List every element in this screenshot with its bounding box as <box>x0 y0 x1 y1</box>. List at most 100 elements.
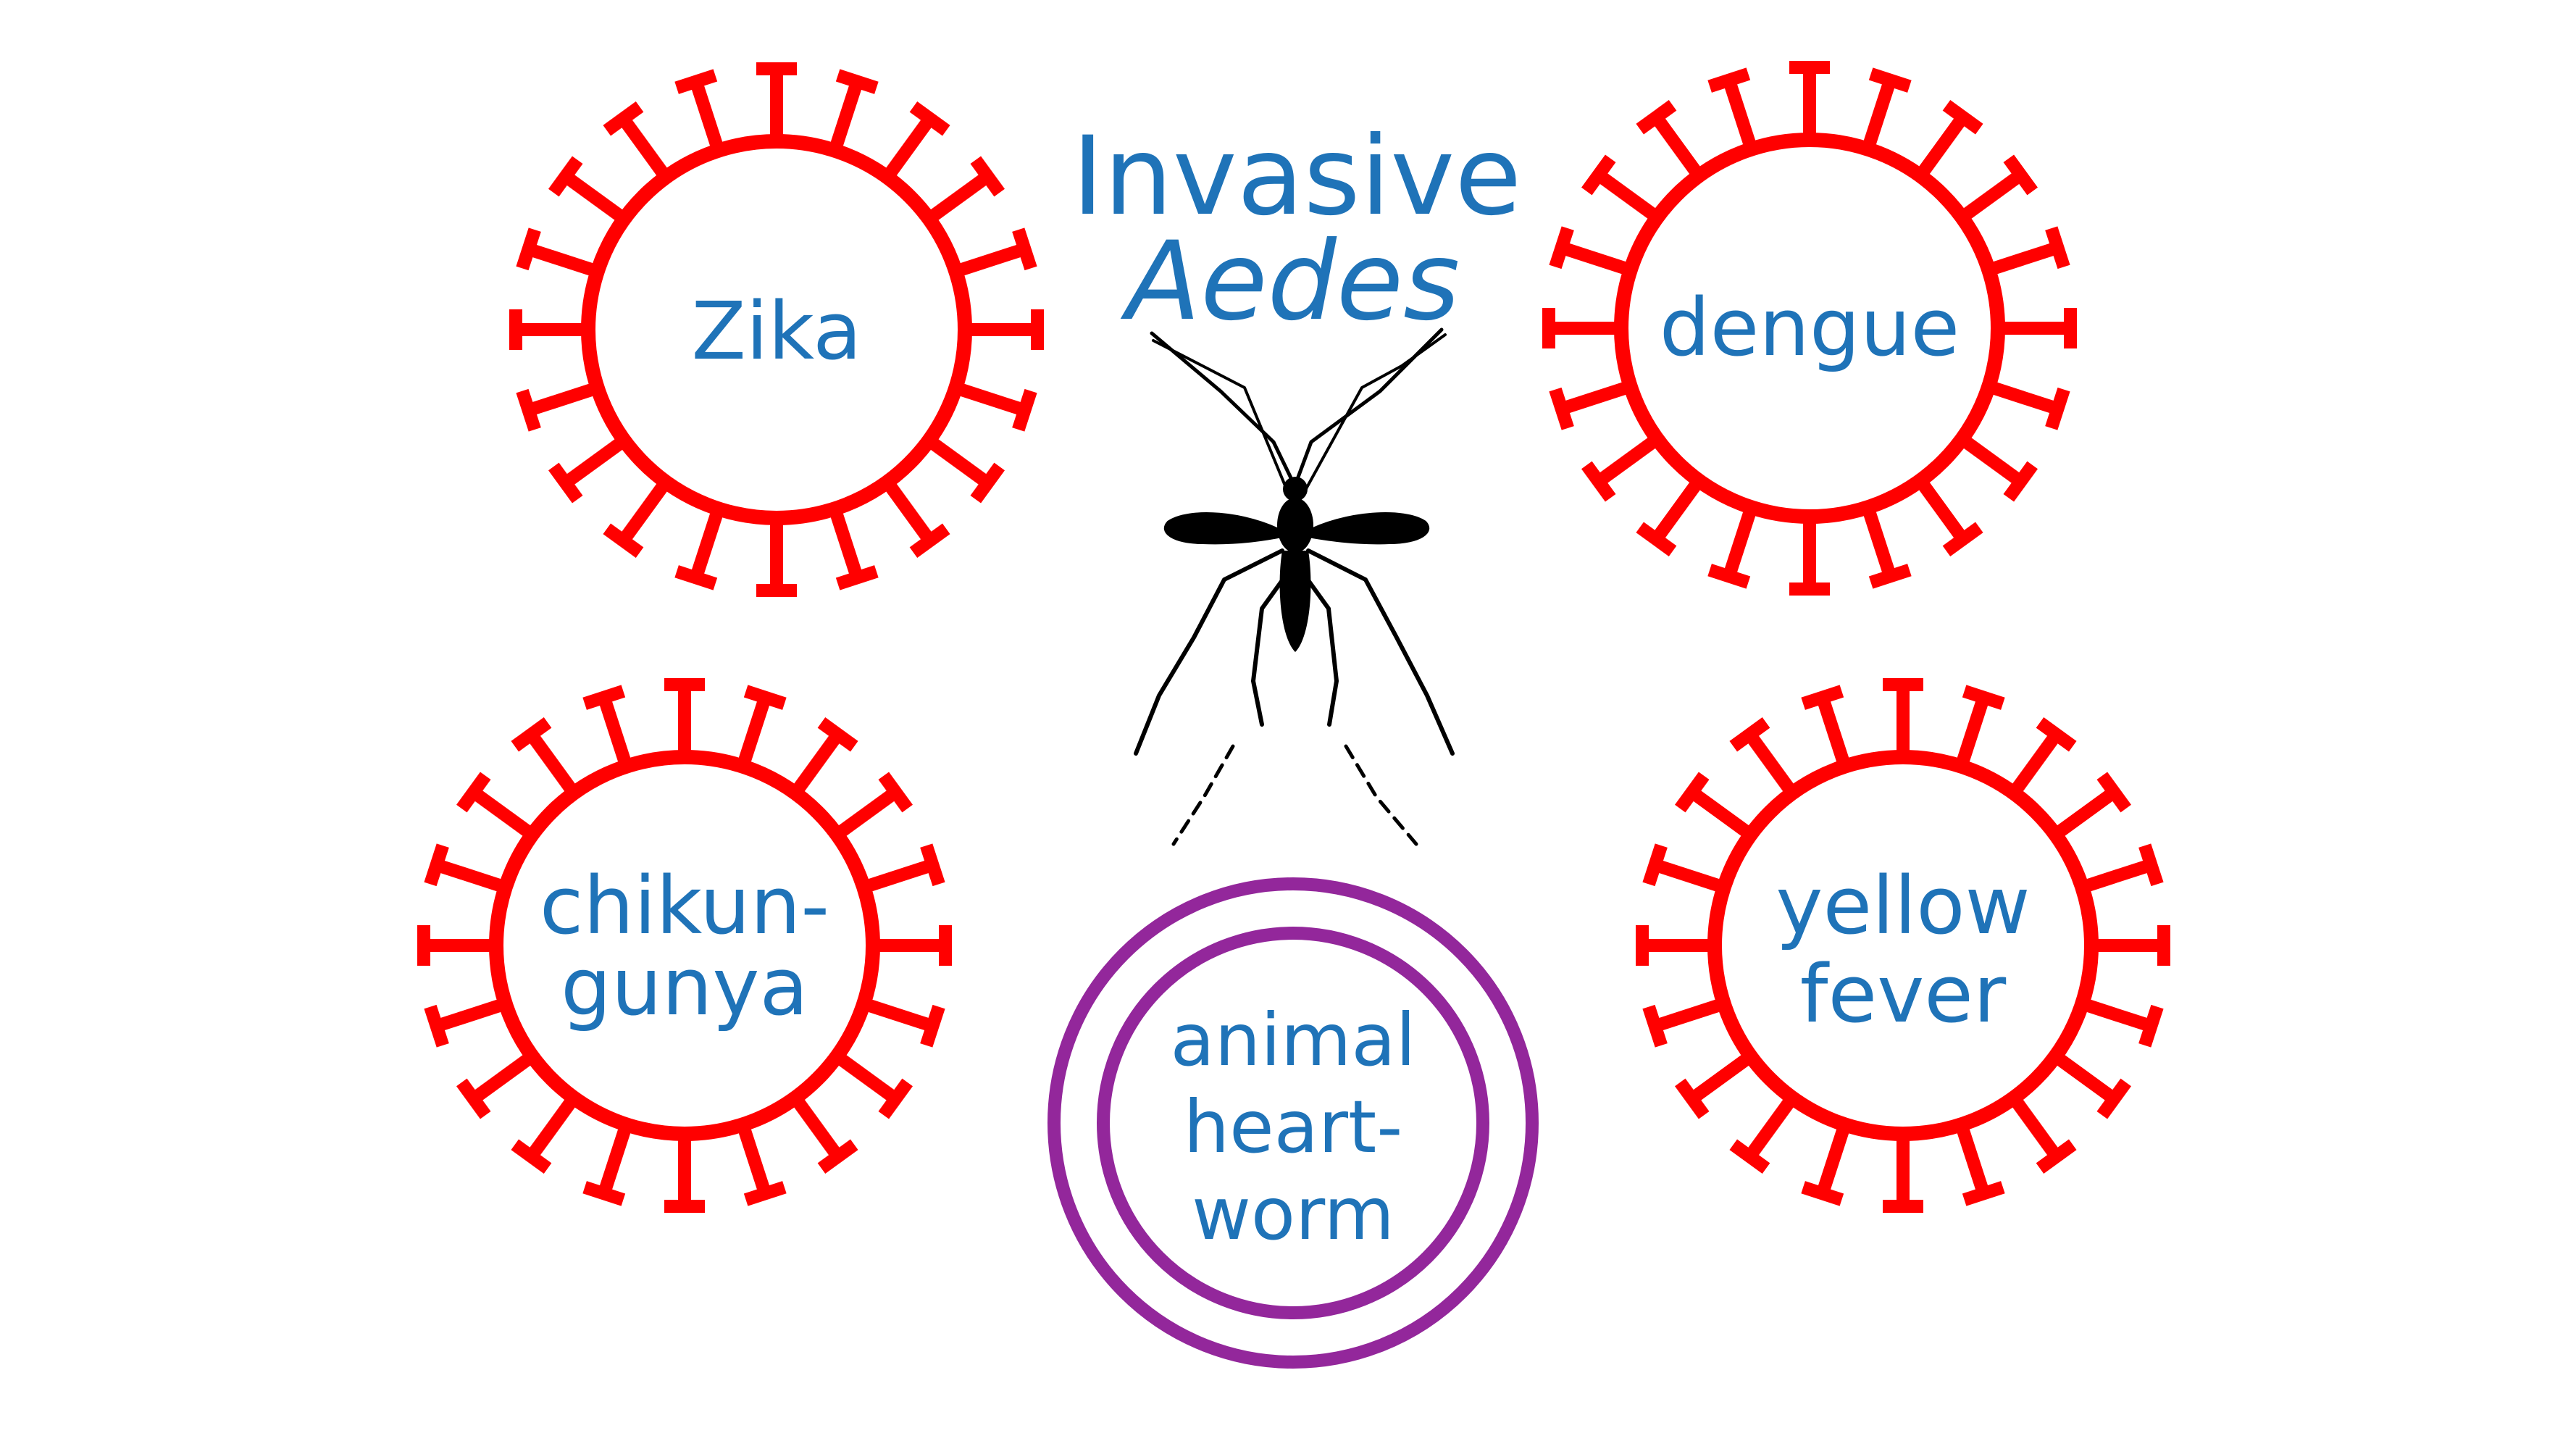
virus-chikungunya: chikun- gunya <box>417 678 952 1213</box>
virus-spike <box>925 171 992 225</box>
virus-spike <box>1861 78 1897 151</box>
virus-spike <box>1915 113 1968 180</box>
virus-spike-cap <box>2003 154 2038 196</box>
virus-spike <box>1954 695 1990 769</box>
virus-spike <box>1594 433 1661 487</box>
virus-yellow-fever: yellow fever <box>1636 678 2170 1213</box>
virus-spike-cap <box>1549 387 1574 430</box>
virus-spike-cap <box>2045 226 2070 270</box>
virus-spike <box>1688 787 1755 840</box>
virus-spike <box>828 79 863 153</box>
virus-capsid <box>1614 133 2005 524</box>
virus-spike <box>1723 505 1758 579</box>
virus-spike <box>1816 695 1852 769</box>
virus-spike <box>790 1094 843 1161</box>
virus-spike-cap <box>1581 154 1616 196</box>
virus-spike-cap <box>456 1078 491 1119</box>
virus-spike-cap <box>1962 1181 2005 1206</box>
virus-spike-cap <box>603 523 644 558</box>
virus-spike <box>2080 997 2154 1032</box>
virus-spike-cap <box>1729 717 1770 752</box>
virus-spike-cap <box>1675 1078 1710 1119</box>
disease-label-dengue: dengue <box>1660 281 1960 374</box>
virus-spike <box>833 1051 900 1104</box>
virus-spike-cap <box>1962 685 2005 710</box>
virus-spikes <box>1542 61 2077 596</box>
virus-spike-cap <box>835 565 879 590</box>
virus-spikes <box>1636 678 2170 1213</box>
virus-spike <box>469 1051 536 1104</box>
mosquito-icon <box>1134 327 1455 846</box>
virus-spike-cap <box>743 685 787 710</box>
virus-spike <box>1986 380 2060 415</box>
virus-spike-cap <box>424 1004 449 1048</box>
virus-spike-cap <box>1729 1139 1770 1174</box>
virus-spike <box>1744 1094 1798 1161</box>
virus-spike-cap <box>909 523 950 558</box>
virus-spike-cap <box>970 462 1005 504</box>
virus-spike-cap <box>1868 564 1912 589</box>
virus-spike-cap <box>2036 717 2077 752</box>
virus-spike <box>618 114 672 181</box>
virus-capsid <box>581 134 972 525</box>
virus-spike <box>469 787 536 840</box>
virus-spike <box>1652 997 1726 1032</box>
virus-spike-cap <box>1642 1004 1668 1048</box>
virus-spike-cap <box>1675 772 1710 813</box>
virus-spike <box>561 171 628 225</box>
virus-spike <box>434 859 508 894</box>
virus-spike <box>736 695 771 769</box>
virus-spike <box>526 1094 580 1161</box>
virus-spike <box>1559 380 1633 415</box>
virus-spike-cap <box>516 388 541 432</box>
virus-spike-cap <box>878 1078 913 1119</box>
virus-spike <box>434 997 508 1032</box>
disease-label-yellow-fever-2: fever <box>1800 948 2007 1040</box>
virus-spike-cap <box>1012 388 1037 432</box>
virus-spike-cap <box>548 462 583 504</box>
virus-spike-cap <box>1636 522 1677 556</box>
virus-spike <box>953 243 1027 278</box>
virus-spike <box>833 787 900 840</box>
disease-label-zika: Zika <box>691 285 861 377</box>
disease-label-heartworm-3: worm <box>1192 1172 1394 1256</box>
disease-label-yellow-fever-1: yellow <box>1776 859 2030 952</box>
virus-spike-cap <box>2045 387 2070 430</box>
virus-spike-cap <box>1801 1181 1844 1206</box>
virus-spike-cap <box>743 1181 787 1206</box>
virus-spike-cap <box>424 843 449 887</box>
virus-spike <box>1861 505 1897 579</box>
virus-spike-cap <box>970 156 1005 197</box>
virus-spike-cap <box>2036 1139 2077 1174</box>
worm-inner-ring <box>1097 927 1489 1319</box>
virus-spike <box>2080 859 2154 894</box>
virus-spike <box>1651 477 1705 543</box>
virus-spike <box>828 506 863 580</box>
virus-spike-cap <box>582 685 626 710</box>
virus-spike-cap <box>2096 1078 2131 1119</box>
title-line-2: Aedes <box>1121 219 1460 345</box>
virus-spike <box>2052 1051 2118 1104</box>
virus-spike-cap <box>1801 685 1844 710</box>
virus-spike-cap <box>2003 461 2038 502</box>
virus-spike <box>2008 730 2062 797</box>
virus-spike <box>882 478 935 545</box>
disease-label-heartworm-1: animal <box>1171 998 1416 1082</box>
virus-spike <box>561 435 628 488</box>
virus-spike-cap <box>603 101 644 136</box>
virus-spike <box>2052 787 2118 840</box>
disease-label-chikungunya-2: gunya <box>561 940 808 1033</box>
virus-spike-cap <box>2138 843 2164 887</box>
virus-spike <box>953 381 1027 417</box>
title-line-1: Invasive <box>1072 114 1522 240</box>
virus-spike <box>1652 859 1726 894</box>
virus-spike <box>790 730 843 797</box>
virus-spike-cap <box>1942 522 1983 556</box>
diagram-title: Invasive Aedes <box>1072 114 1522 345</box>
virus-spike-cap <box>1942 100 1983 135</box>
virus-zika: Zika <box>509 62 1044 597</box>
virus-spike-cap <box>1707 67 1751 93</box>
virus-spike <box>690 506 725 580</box>
virus-spike-cap <box>920 843 945 887</box>
